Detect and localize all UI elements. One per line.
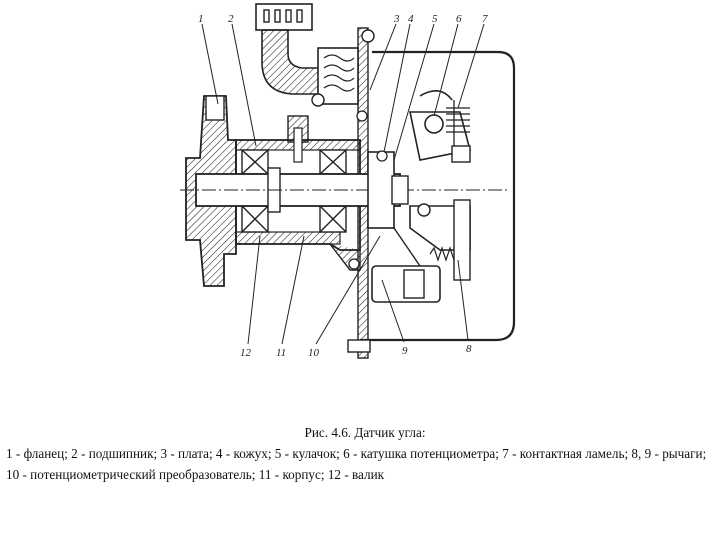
right-bearing [319, 149, 347, 233]
figure-title: Рис. 4.6. Датчик угла: [304, 425, 426, 440]
angle-sensor-drawing: 1 2 3 4 5 6 7 8 9 10 11 12 [180, 3, 516, 359]
callout-8: 8 [466, 343, 472, 355]
callout-12: 12 [240, 347, 252, 359]
callout-3: 3 [393, 13, 400, 25]
gland-fins [323, 54, 355, 92]
lever-9-pivot [417, 203, 431, 217]
callout-2: 2 [228, 13, 234, 25]
lever-bracket [453, 199, 471, 281]
connector-pins [263, 9, 303, 23]
coil-pivot [424, 114, 444, 134]
bolt-upper [356, 110, 368, 122]
bolt-middle [376, 150, 388, 162]
top-screw [361, 29, 375, 43]
callout-6: 6 [456, 13, 462, 25]
callout-1: 1 [198, 13, 204, 25]
bolt-lower [348, 258, 360, 270]
body-wall-bottom [235, 231, 341, 245]
cam-hub [391, 175, 409, 205]
callout-7: 7 [482, 13, 488, 25]
converter-drum [403, 269, 425, 299]
flange-boss [205, 95, 225, 121]
cam [367, 151, 395, 229]
lamella-bracket [451, 145, 471, 163]
callout-10: 10 [308, 347, 320, 359]
left-bearing [241, 149, 269, 233]
coil-arc [419, 90, 453, 101]
cover-outline [360, 50, 516, 342]
bottom-bolt [347, 339, 371, 353]
leader-lines [201, 23, 485, 345]
figure-legend: 1 - фланец; 2 - подшипник; 3 - плата; 4 … [6, 446, 707, 482]
callout-9: 9 [402, 345, 408, 357]
gland-screw [311, 93, 325, 107]
cable-elbow [261, 29, 323, 95]
callout-5: 5 [432, 13, 438, 25]
callout-4: 4 [408, 13, 414, 25]
figure-caption: Рис. 4.6. Датчик угла: 1 - фланец; 2 - п… [6, 422, 718, 485]
converter-link [393, 227, 421, 267]
callout-11: 11 [276, 347, 286, 359]
top-plug-pin [293, 127, 303, 163]
